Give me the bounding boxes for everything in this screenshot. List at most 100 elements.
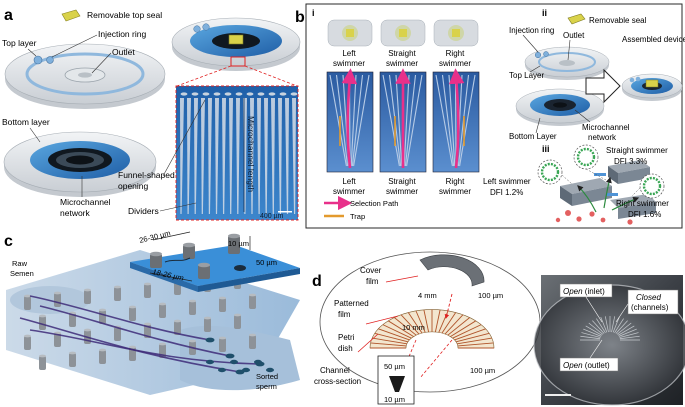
panel-letter-b: b	[295, 9, 305, 26]
c-pillar-top	[24, 294, 31, 298]
swimmer-top-l1: Right	[446, 49, 465, 58]
label-microchannel: Microchannel	[60, 197, 111, 207]
swimmer-bottom-l1: Straight	[388, 177, 416, 186]
scale-bar-label: 400 µm	[260, 213, 284, 220]
c-pillar-top	[219, 296, 226, 300]
long-channel-divider	[335, 74, 349, 167]
iii-left-swimmer: Left swimmer	[483, 177, 531, 186]
c-sperm-track	[29, 329, 261, 365]
d-fan-channel	[447, 317, 471, 336]
zoom-line-right	[244, 65, 298, 87]
c-pillar	[114, 287, 121, 301]
iii-scene	[537, 144, 665, 225]
c-semen: Semen	[10, 269, 34, 278]
long-channel-divider	[448, 74, 456, 167]
d-photo-channel	[596, 318, 606, 334]
d-channels: (channels)	[631, 303, 669, 312]
c-sperm-track	[19, 317, 241, 373]
zoom-channel	[257, 98, 261, 214]
c-pillar-top	[99, 308, 106, 312]
d-outlet-rest: (outlet)	[583, 361, 610, 370]
swimmer-bottom-l2: swimmer	[333, 187, 365, 196]
funnel-opening	[268, 92, 276, 96]
d-dim-50: 50 µm	[384, 362, 405, 371]
bottom-layer-disk	[3, 131, 157, 197]
d-fan-channel	[393, 317, 417, 336]
legend-trap: Trap	[350, 212, 365, 221]
iii-left-dfi: DFI 1.2%	[490, 188, 523, 197]
c-pillar-top	[114, 285, 121, 289]
zoom-channel	[201, 98, 205, 214]
d-4mm: 4 mm	[418, 291, 437, 300]
c-pillar	[69, 313, 76, 327]
selection-path	[341, 68, 358, 169]
d-100-top: 100 µm	[478, 291, 503, 300]
c-sperm-head	[225, 353, 235, 359]
c-pillar	[249, 335, 256, 349]
c-pillar-top	[129, 305, 136, 309]
c-sorted-sperm	[218, 367, 226, 373]
zoom-channel	[271, 98, 275, 214]
leader-funnel	[162, 99, 206, 177]
d-channel: Channel	[320, 366, 350, 375]
d-photo-channel	[600, 317, 608, 333]
panel-letter-d: d	[312, 273, 322, 290]
microchannel-zoom	[175, 85, 299, 221]
panel-letter-c: c	[4, 233, 13, 250]
d-fan-channel	[457, 337, 492, 345]
long-channel-divider	[350, 74, 357, 167]
c-pillar-top	[189, 339, 196, 343]
swimmer-bottom-l1: Left	[342, 177, 356, 186]
c-pillar	[24, 296, 31, 310]
zoom-channel	[264, 98, 268, 214]
ii-leader-bottom	[535, 117, 541, 134]
zoom-channel	[208, 98, 212, 214]
zoom-channel	[250, 98, 254, 214]
ii-leader-top	[529, 65, 541, 73]
d-photo-label-closed: Closed (channels)	[627, 289, 679, 315]
funnel-opening	[257, 92, 265, 96]
c-pillar-top	[204, 316, 211, 320]
small-chip-seal	[346, 29, 354, 37]
c-pillar	[54, 333, 61, 347]
d-photo-channel	[619, 335, 640, 340]
d-fan-channel	[454, 328, 486, 341]
funnel-opening	[180, 92, 188, 96]
long-channel-divider	[404, 74, 417, 167]
d-photo-channel	[592, 320, 605, 334]
zoom-channel	[278, 98, 282, 214]
d-fan-channel	[434, 309, 441, 333]
panel-d: d Cover film 4 mm 100 µm Patterned film …	[312, 251, 685, 406]
c-pillar-top	[159, 342, 166, 346]
d-fan-channel	[382, 324, 412, 339]
long-channel-divider	[406, 74, 423, 167]
c-pillar	[39, 356, 46, 370]
iii-right-dfi: DFI 1.6%	[628, 210, 661, 219]
d-outlet-open: Open	[563, 361, 583, 370]
long-channel-divider	[459, 74, 476, 167]
c-sorted-sperm	[206, 359, 214, 365]
top-layer-disk	[4, 43, 166, 109]
small-chip-seal	[399, 29, 407, 37]
long-channel-divider	[435, 74, 453, 167]
c-pillar-top	[174, 319, 181, 323]
d-patterned: Patterned	[334, 299, 369, 308]
long-channel-divider	[403, 74, 410, 167]
d-fan-channel	[407, 312, 423, 334]
c-pillar-top	[219, 336, 226, 340]
label-dividers: Dividers	[128, 206, 159, 216]
c-pillar-top	[189, 299, 196, 303]
d-fan-channel	[370, 342, 407, 347]
d-photo-channel	[585, 325, 603, 336]
swimmer-top-l1: Left	[342, 49, 356, 58]
c-sperm-track	[29, 295, 211, 341]
d-fan-channel	[457, 342, 494, 347]
long-channel-divider	[395, 74, 403, 167]
c-sorted-sperm	[254, 359, 262, 365]
iii-straight-swimmer: Straight swimmer	[606, 146, 668, 155]
c-pillar	[189, 301, 196, 315]
d-fan-channel	[423, 309, 430, 333]
ii-assembled	[621, 73, 683, 101]
funnel-opening	[290, 92, 298, 96]
